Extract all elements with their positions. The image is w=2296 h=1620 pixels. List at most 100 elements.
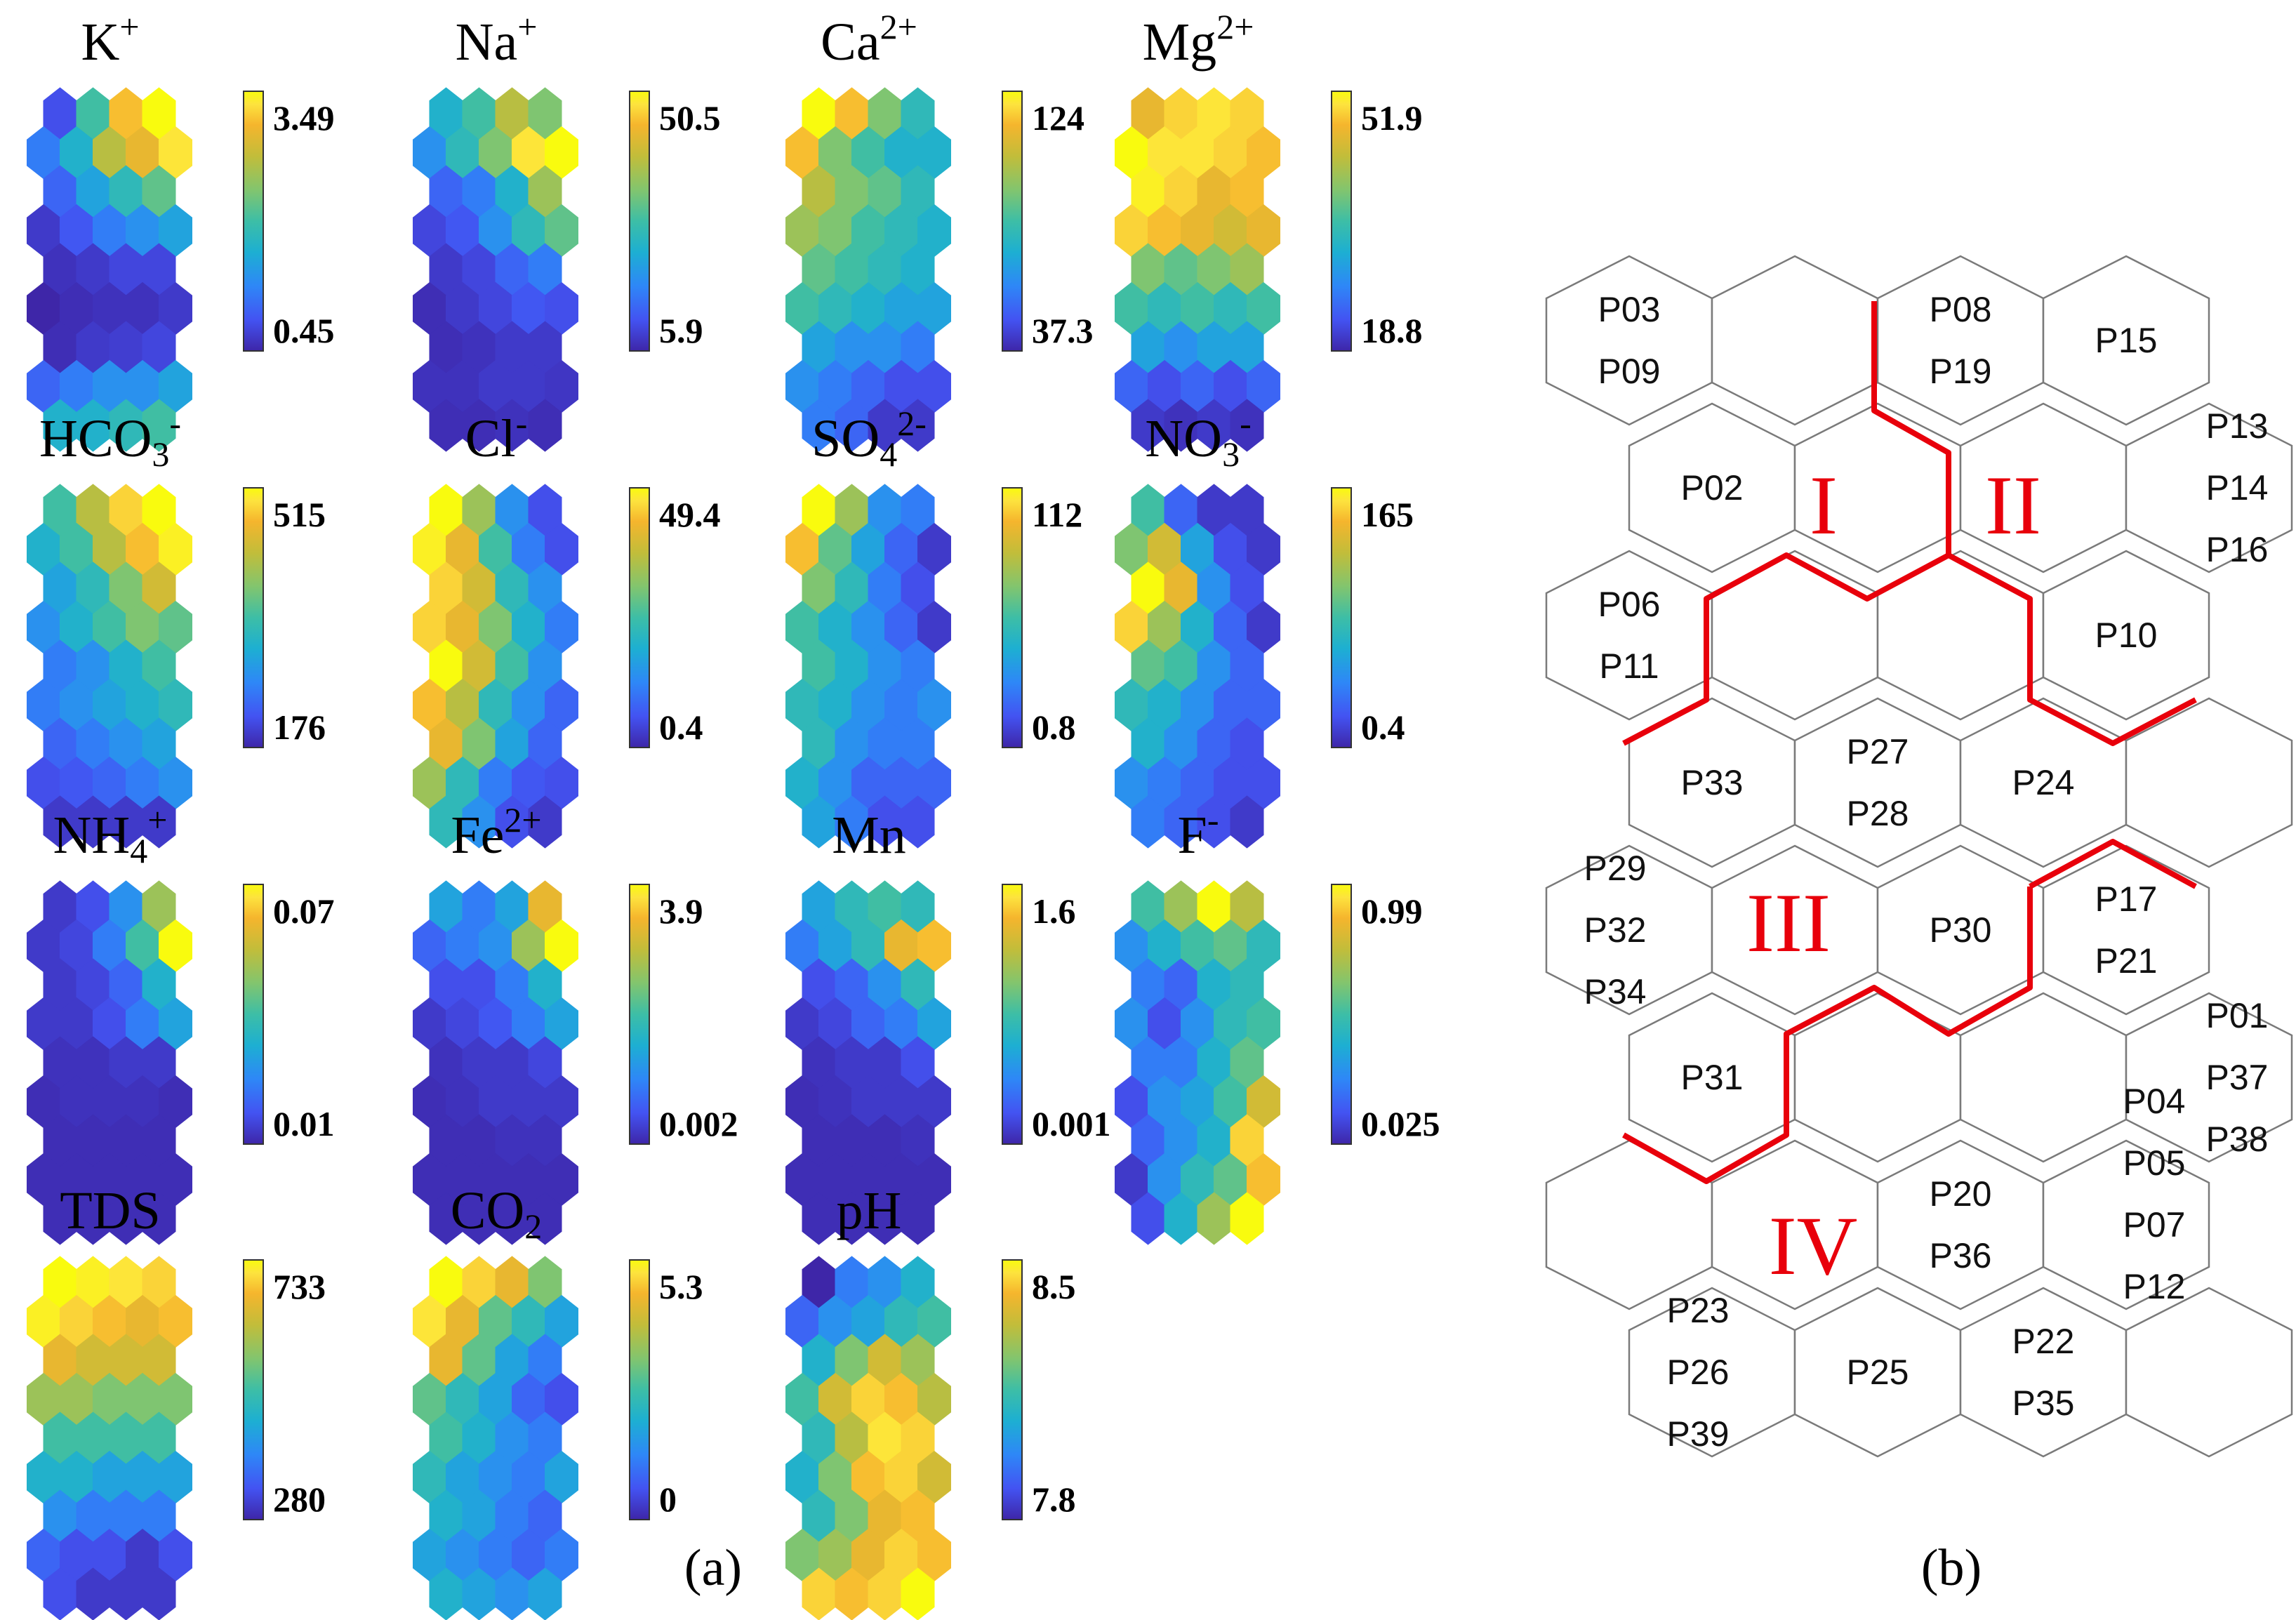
colorbar-min-label: 0.002 — [659, 1104, 738, 1143]
sample-label: P17 — [2095, 879, 2158, 919]
component-title-base: HCO — [39, 409, 152, 468]
colorbar — [1002, 1259, 1023, 1520]
sample-label: P26 — [1667, 1353, 1730, 1392]
component-title-k: K+ — [81, 7, 139, 72]
sample-label: P33 — [1681, 763, 1744, 802]
component-title-base: Mg — [1143, 13, 1217, 72]
som-cell — [1545, 1139, 1713, 1310]
component-cell — [142, 399, 176, 452]
colorbar — [629, 91, 650, 352]
component-title-sup: 2+ — [880, 7, 917, 46]
component-cell — [142, 1192, 176, 1245]
som-cell-outline — [1711, 550, 1879, 721]
som-cell: P30 — [1876, 844, 2045, 1016]
component-title-nh4: NH4+ — [53, 800, 168, 870]
colorbar — [1331, 487, 1352, 748]
component-plane-nh4: NH4+0.070.01 — [27, 800, 335, 1245]
component-cell — [528, 1567, 562, 1620]
component-cell — [1230, 399, 1264, 452]
sample-label: P01 — [2206, 996, 2269, 1035]
colorbar-min-label: 7.8 — [1032, 1480, 1076, 1519]
component-title-sup: + — [517, 7, 537, 46]
som-cell-outline — [1793, 697, 1962, 868]
som-cell-outline — [1959, 992, 2128, 1163]
component-cell — [1230, 795, 1264, 849]
component-title-ph: pH — [837, 1181, 902, 1240]
component-title-sup: + — [119, 7, 139, 46]
colorbar-max-label: 49.4 — [659, 495, 721, 534]
colorbar-min-label: 0.45 — [273, 311, 335, 350]
component-title-sup: + — [147, 800, 167, 839]
sample-label: P19 — [1930, 352, 1992, 391]
colorbar — [243, 91, 264, 352]
som-cell — [2125, 1287, 2293, 1458]
colorbar-max-label: 50.5 — [659, 98, 721, 138]
colorbar-max-label: 0.99 — [1361, 891, 1423, 931]
cluster-boundary — [1871, 301, 2197, 746]
component-title-sup: - — [1240, 404, 1252, 443]
colorbar-min-label: 280 — [273, 1480, 326, 1519]
colorbar-max-label: 1.6 — [1032, 891, 1076, 931]
component-title-sub: 4 — [130, 831, 147, 870]
component-title-sub: 3 — [1222, 434, 1240, 474]
som-cell: P15 — [2042, 255, 2210, 426]
component-title-base: Ca — [821, 13, 880, 72]
colorbar-min-label: 176 — [273, 708, 326, 747]
colorbar-max-label: 5.3 — [659, 1267, 703, 1306]
component-title-base: SO — [811, 409, 880, 468]
sample-label: P35 — [2012, 1383, 2075, 1423]
som-cell-outline — [1545, 255, 1713, 426]
colorbar-max-label: 51.9 — [1361, 98, 1423, 138]
colorbar-max-label: 0.07 — [273, 891, 335, 931]
som-cell — [1711, 550, 1879, 721]
sample-label: P24 — [2012, 763, 2075, 802]
sample-label: P08 — [1930, 290, 1992, 329]
component-title-cl: Cl- — [465, 404, 527, 468]
colorbar — [629, 884, 650, 1145]
component-plane-mn: Mn1.60.001 — [785, 806, 1111, 1245]
colorbar — [243, 884, 264, 1145]
som-cell: P25 — [1793, 1287, 1962, 1458]
colorbar-min-label: 0.025 — [1361, 1104, 1440, 1143]
component-title-base: Na — [456, 13, 518, 72]
component-cell — [901, 1567, 935, 1620]
colorbar-max-label: 8.5 — [1032, 1267, 1076, 1306]
component-cell — [142, 795, 176, 849]
colorbar-max-label: 3.49 — [273, 98, 335, 138]
component-cell — [901, 1192, 935, 1245]
component-plane-na: Na+50.5 5.9 — [413, 7, 721, 452]
som-cell — [1711, 255, 1879, 426]
cluster-label-iii: III — [1746, 876, 1831, 969]
colorbar-min-label: 5.9 — [659, 311, 703, 350]
colorbar-max-label: 3.9 — [659, 891, 703, 931]
sample-label: P29 — [1584, 849, 1647, 888]
som-cell — [1959, 992, 2128, 1163]
component-title-base: F — [1178, 806, 1207, 865]
component-title-sup: 2+ — [1216, 7, 1254, 46]
som-cell-outline — [1545, 1139, 1713, 1310]
component-title-ca: Ca2+ — [821, 7, 917, 72]
component-cell — [901, 795, 935, 849]
component-plane-mg: Mg2+51.918.8 — [1115, 7, 1423, 452]
colorbar-min-label: 0.4 — [1361, 708, 1405, 747]
component-title-no3: NO3- — [1145, 404, 1251, 474]
som-cell-outline — [2125, 1287, 2293, 1458]
sample-label: P36 — [1930, 1236, 1992, 1275]
component-title-tds: TDS — [60, 1181, 161, 1240]
som-cell-outline — [1876, 1139, 2045, 1310]
som-cell-outline — [2042, 1139, 2210, 1310]
som-cell-outline — [1545, 550, 1713, 721]
component-title-base: pH — [837, 1181, 902, 1240]
sample-label: P20 — [1930, 1174, 1992, 1214]
sample-label: P03 — [1598, 290, 1661, 329]
sample-label: P27 — [1847, 732, 1909, 771]
som-cell-outline — [2042, 844, 2210, 1016]
colorbar-min-label: 0.8 — [1032, 708, 1076, 747]
som-cell-outline — [1876, 255, 2045, 426]
